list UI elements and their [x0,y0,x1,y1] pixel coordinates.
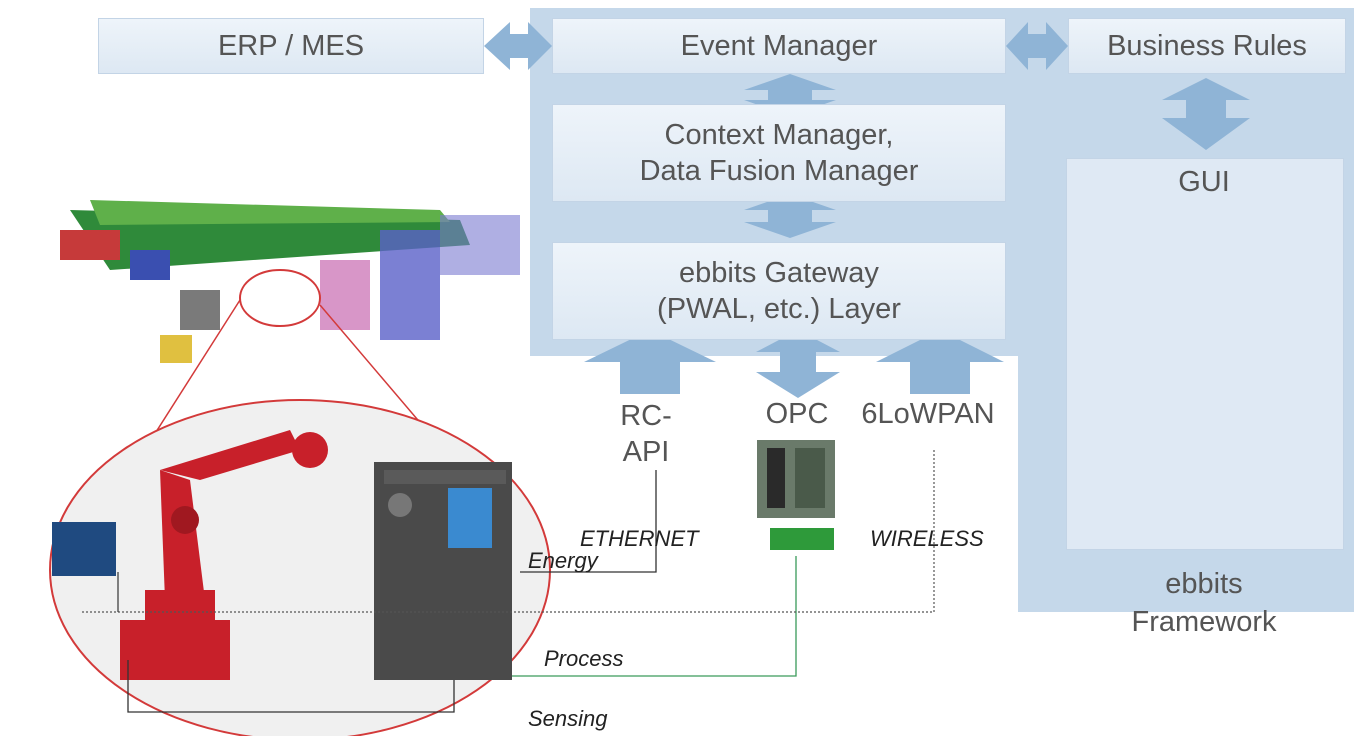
arrow-event-rules [1006,22,1068,70]
rc-api-label: RC- API [620,400,672,469]
robot-arm-image [120,430,328,680]
robot-controller-cabinet-image [374,462,512,680]
ebbits-gateway-box: ebbits Gateway (PWAL, etc.) Layer [552,242,1006,340]
process-line [512,556,797,677]
control-board-image [52,522,116,576]
arrow-opc [756,330,840,398]
context-manager-box: Context Manager, Data Fusion Manager [552,104,1006,202]
gui-label: GUI [1178,166,1230,198]
sensing-line [127,660,455,713]
arrow-rc-api [584,330,716,394]
arrow-erp-event [484,22,552,70]
energy-label: Energy [528,548,598,573]
ethernet-line [520,470,657,573]
wireless-label: WIRELESS [870,526,984,551]
arrow-context-gateway [744,194,836,238]
production-line-image [40,190,530,363]
business-rules-box: Business Rules [1068,18,1346,74]
ebbits-framework-label: ebbits Framework [1131,568,1277,638]
plc-device-image [757,440,835,518]
event-manager-box: Event Manager [552,18,1006,74]
opc-label: OPC [765,398,829,430]
zoom-ellipse-small [239,269,321,327]
erp-mes-box: ERP / MES [98,18,484,74]
sensing-label: Sensing [528,706,608,731]
ethernet-label: ETHERNET [580,526,699,551]
gui-panel [1066,158,1344,550]
arrow-rules-gui [1162,78,1250,150]
process-label: Process [544,646,624,671]
arrow-6lowpan [876,330,1004,394]
profinet-module-image [770,528,834,550]
wireless-line [80,450,935,613]
6lowpan-label: 6LoWPAN [861,398,995,430]
